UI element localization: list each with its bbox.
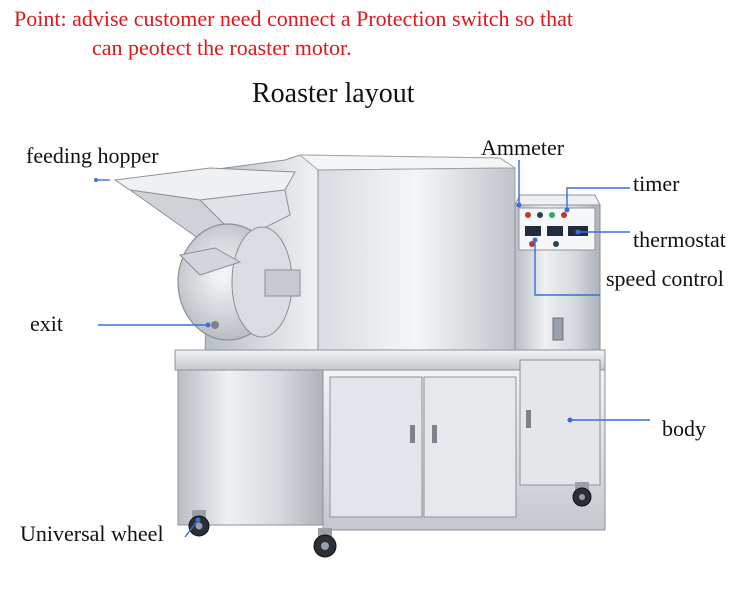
callout-dot-feeding-hopper: [94, 178, 98, 182]
universal-wheels: [188, 482, 592, 558]
callout-dot-ammeter: [516, 202, 522, 208]
callout-dot-timer: [564, 207, 570, 213]
wheel-back-right: [572, 482, 592, 507]
protection-note-line-2: can peotect the roaster motor.: [92, 35, 352, 60]
label-body: body: [662, 416, 706, 441]
callout-dot-thermostat: [575, 229, 581, 235]
callout-dot-body: [567, 417, 573, 423]
callout-line-speed-control: [534, 240, 600, 296]
label-feeding-hopper: feeding hopper: [26, 143, 159, 168]
cabinet-body: [174, 349, 606, 531]
callout-lines: [96, 160, 650, 538]
wheel-front-middle: [313, 528, 337, 558]
front-disk: [177, 223, 301, 341]
control-box: [514, 194, 601, 356]
label-speed-control: speed control: [606, 266, 724, 291]
callout-dots: [94, 178, 581, 523]
wheel-front-left: [188, 510, 210, 537]
label-timer: timer: [633, 171, 680, 196]
protection-note-line-1: Point: advise customer need connect a Pr…: [14, 6, 574, 31]
label-ammeter: Ammeter: [481, 135, 565, 160]
label-exit: exit: [30, 311, 63, 336]
label-thermostat: thermostat: [633, 227, 726, 252]
label-universal-wheel: Universal wheel: [20, 521, 164, 546]
callout-dot-universal-wheel: [195, 517, 201, 523]
callout-dot-exit: [205, 322, 211, 328]
callout-dot-speed-control: [532, 237, 538, 243]
diagram-title: Roaster layout: [252, 78, 415, 109]
callout-line-universal-wheel: [184, 519, 199, 538]
callout-line-timer: [566, 187, 630, 210]
